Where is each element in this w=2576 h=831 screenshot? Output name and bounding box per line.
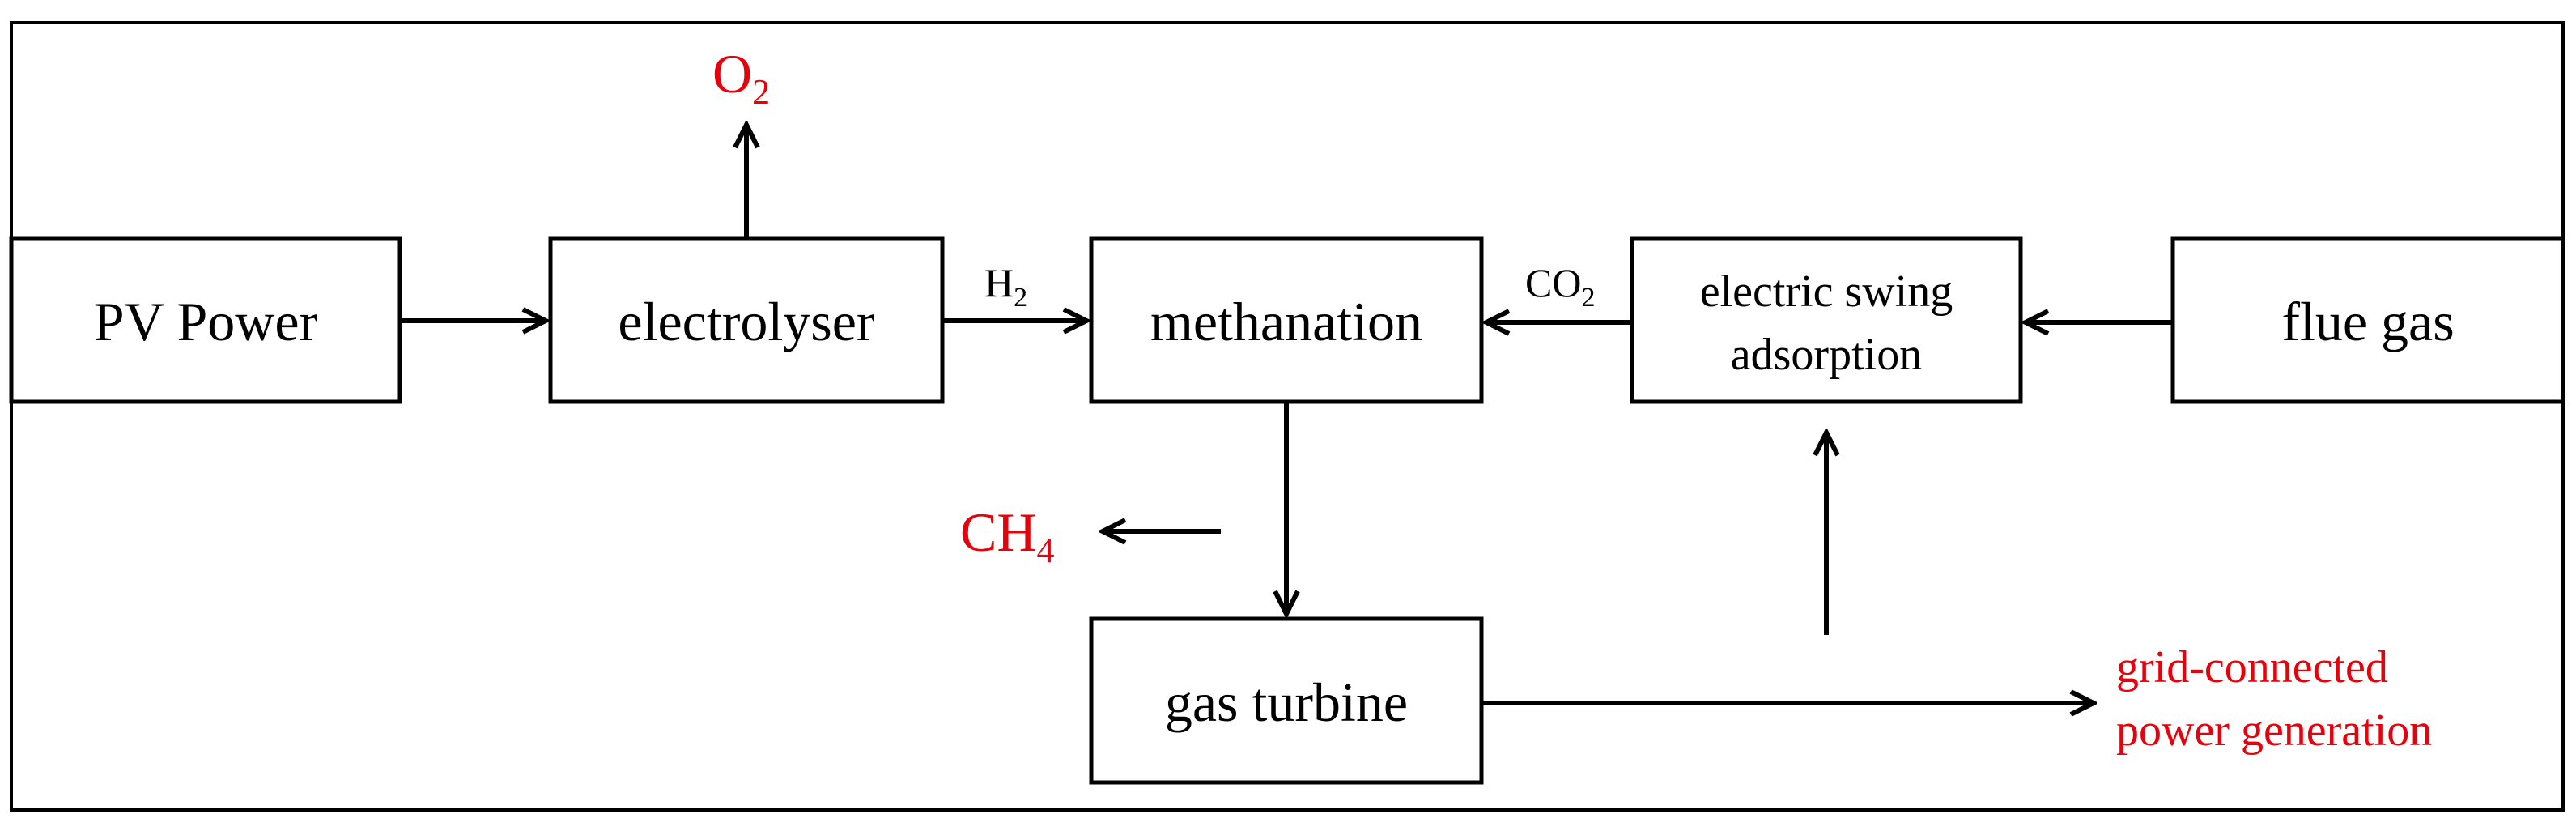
co2-base: CO (1525, 260, 1581, 305)
h2-base: H (984, 260, 1014, 305)
o2-label: O2 (712, 43, 770, 112)
o2-base: O (712, 43, 752, 104)
grid-label-line2: power generation (2116, 705, 2432, 756)
h2-sub: 2 (1014, 283, 1027, 313)
esa-label-line1: electric swing (1700, 266, 1953, 317)
flue-gas-box: flue gas (2170, 236, 2565, 404)
o2-sub: 2 (752, 72, 770, 112)
co2-sub: 2 (1581, 283, 1595, 313)
pv-power-box: PV Power (9, 236, 402, 404)
ch4-sub: 4 (1036, 531, 1054, 570)
outer-frame (10, 21, 2565, 812)
methanation-label: methanation (1150, 291, 1422, 352)
h2-label: H2 (984, 260, 1027, 313)
electric-swing-adsorption-box: electric swing adsorption (1630, 236, 2023, 404)
gas-turbine-box: gas turbine (1089, 616, 1484, 785)
flue-gas-label: flue gas (2281, 291, 2454, 352)
electrolyser-box: electrolyser (548, 236, 945, 404)
gas-turbine-label: gas turbine (1165, 671, 1408, 733)
pv-power-label: PV Power (94, 291, 318, 352)
methanation-box: methanation (1089, 236, 1484, 404)
electrolyser-label: electrolyser (618, 291, 875, 352)
esa-label-line2: adsorption (1731, 330, 1922, 380)
ch4-label: CH4 (960, 501, 1054, 570)
grid-label-line1: grid-connected (2116, 642, 2388, 692)
ch4-base: CH (960, 501, 1036, 563)
co2-label: CO2 (1525, 260, 1595, 313)
